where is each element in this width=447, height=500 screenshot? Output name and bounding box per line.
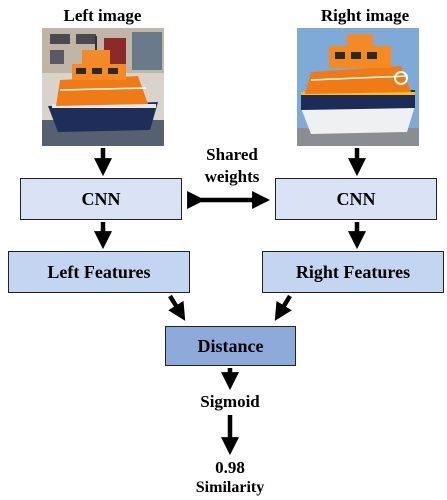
left-features-box: Left Features [8, 251, 190, 293]
cnn-right-box: CNN [275, 178, 437, 220]
left-features-label: Left Features [47, 261, 151, 282]
cnn-left-label: CNN [81, 188, 121, 209]
right-features-box: Right Features [262, 251, 444, 293]
output-value: 0.98 [215, 458, 245, 477]
cnn-left-box: CNN [20, 178, 182, 220]
right-lifeboat-photo [297, 28, 419, 146]
left-lifeboat-photo [42, 28, 164, 146]
left-image-title: Left image [63, 6, 142, 25]
shared-weights-line2: weights [204, 167, 260, 186]
arrow-right-features-to-distance [274, 294, 292, 321]
shared-weights-line1: Shared [206, 145, 258, 164]
shared-weights-label: Shared weights [182, 144, 282, 188]
distance-box: Distance [165, 326, 296, 366]
arrow-left-features-to-distance [168, 294, 186, 321]
distance-label: Distance [197, 335, 264, 356]
output-label: Similarity [195, 479, 265, 496]
cnn-right-label: CNN [336, 188, 376, 209]
right-image-title: Right image [320, 6, 410, 25]
right-features-label: Right Features [295, 261, 411, 282]
sigmoid-label: Sigmoid [200, 392, 260, 411]
